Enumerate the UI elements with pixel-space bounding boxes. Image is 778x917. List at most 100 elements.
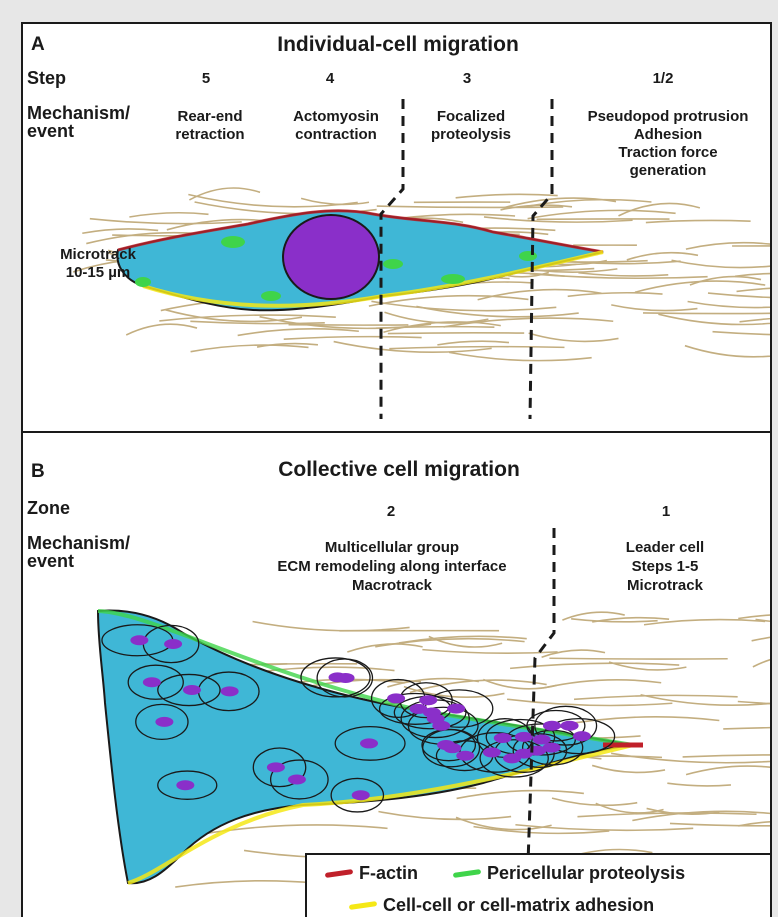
collagen-fiber bbox=[389, 347, 564, 349]
legend-label: F-actin bbox=[359, 863, 418, 884]
collagen-fiber bbox=[175, 881, 316, 887]
mechanism-rear-end-retraction: Rear-end retraction bbox=[175, 108, 244, 144]
mechanism-leader-cell: Leader cell Steps 1-5 Microtrack bbox=[626, 538, 704, 595]
microtrack-line: Microtrack bbox=[60, 246, 136, 264]
collagen-fiber bbox=[437, 341, 509, 345]
microtrack-label: Microtrack 10-15 µm bbox=[60, 246, 136, 282]
collagen-fiber bbox=[592, 765, 665, 772]
cell-nucleus bbox=[561, 721, 579, 731]
mechanism-line: retraction bbox=[175, 126, 244, 144]
cell-nucleus bbox=[155, 717, 173, 727]
collagen-fiber bbox=[388, 333, 524, 334]
cell-nucleus bbox=[176, 780, 194, 790]
panel-a-title: Individual-cell migration bbox=[277, 33, 519, 57]
cell-nucleus bbox=[360, 738, 378, 748]
panel-a: A Individual-cell migration Step 5 4 3 1… bbox=[23, 24, 770, 433]
collagen-fiber bbox=[552, 798, 637, 805]
step-row-label: Step bbox=[27, 68, 66, 89]
collagen-fiber bbox=[752, 630, 772, 641]
zone-row-label: Zone bbox=[27, 498, 70, 519]
cell-nucleus bbox=[183, 685, 201, 695]
mechanism-focalized-proteolysis: Focalized proteolysis bbox=[431, 108, 511, 144]
mechanism-line: proteolysis bbox=[431, 126, 511, 144]
collagen-fiber bbox=[378, 812, 511, 820]
collagen-fiber bbox=[646, 220, 751, 222]
legend-label: Pericellular proteolysis bbox=[487, 863, 685, 884]
collagen-fiber bbox=[644, 620, 765, 625]
collagen-fiber bbox=[456, 194, 558, 198]
collagen-fiber bbox=[129, 213, 208, 217]
legend-item-f-actin: F-actin bbox=[325, 863, 418, 884]
legend-item-proteolysis: Pericellular proteolysis bbox=[453, 863, 685, 884]
collagen-fiber bbox=[189, 188, 260, 200]
collagen-fiber bbox=[449, 352, 592, 360]
mechanism-line: Macrotrack bbox=[277, 576, 506, 595]
cell-nucleus bbox=[143, 677, 161, 687]
collagen-fiber bbox=[529, 333, 619, 341]
mechanism-label-a-line1: Mechanism/ bbox=[27, 104, 130, 122]
zone-2: 2 bbox=[387, 503, 395, 520]
collagen-fiber bbox=[126, 324, 197, 335]
legend: F-actin Pericellular proteolysis Cell-ce… bbox=[305, 853, 772, 917]
collagen-fiber bbox=[686, 766, 772, 775]
collagen-fiber bbox=[568, 293, 663, 297]
cell-nucleus bbox=[267, 762, 285, 772]
zone-divider-b bbox=[528, 528, 554, 863]
collagen-fiber bbox=[738, 614, 772, 619]
collagen-fiber bbox=[284, 337, 422, 340]
collagen-fiber bbox=[672, 260, 772, 267]
collagen-fiber bbox=[543, 680, 661, 688]
cell-nucleus bbox=[456, 751, 474, 761]
collagen-fiber bbox=[457, 791, 584, 799]
cell-nucleus bbox=[483, 747, 501, 757]
collagen-fiber bbox=[627, 253, 698, 260]
collagen-fiber bbox=[542, 650, 605, 657]
step-5: 5 bbox=[202, 70, 210, 87]
cell-nucleus bbox=[573, 731, 591, 741]
mechanism-multicellular-group: Multicellular group ECM remodeling along… bbox=[277, 538, 506, 595]
cell-nucleus bbox=[221, 686, 239, 696]
cell-nucleus bbox=[352, 790, 370, 800]
collagen-fiber bbox=[301, 198, 369, 204]
cell-nucleus bbox=[164, 639, 182, 649]
collagen-fiber bbox=[404, 687, 505, 698]
collagen-fiber bbox=[753, 655, 772, 667]
mechanism-label-b: Mechanism/ event bbox=[27, 534, 130, 570]
cell-nucleus bbox=[543, 743, 561, 753]
collagen-fiber bbox=[723, 727, 772, 729]
cell-nucleus bbox=[283, 215, 379, 299]
mechanism-actomyosin-contraction: Actomyosin contraction bbox=[293, 108, 379, 144]
mechanism-line: contraction bbox=[293, 126, 379, 144]
mechanism-line: Leader cell bbox=[626, 538, 704, 557]
collagen-fiber bbox=[507, 699, 672, 705]
mechanism-line: ECM remodeling along interface bbox=[277, 557, 506, 576]
cell-nucleus bbox=[130, 635, 148, 645]
collagen-fiber bbox=[713, 332, 772, 336]
mechanism-label-b-line1: Mechanism/ bbox=[27, 534, 130, 552]
collagen-fiber bbox=[618, 203, 699, 215]
cell-nucleus bbox=[437, 740, 455, 750]
mechanism-line: Steps 1-5 bbox=[626, 557, 704, 576]
collagen-fiber bbox=[528, 210, 676, 218]
legend-swatch-adhesion bbox=[349, 901, 377, 910]
collagen-fiber bbox=[549, 658, 727, 659]
collagen-fiber bbox=[371, 301, 556, 310]
mechanism-line: Traction force bbox=[588, 144, 749, 162]
collagen-fiber bbox=[683, 755, 772, 757]
mechanism-line: Adhesion bbox=[588, 126, 749, 144]
collagen-fiber bbox=[82, 229, 158, 233]
collagen-fiber bbox=[578, 273, 668, 276]
cell-nucleus bbox=[533, 735, 551, 745]
cell-nucleus bbox=[515, 732, 533, 742]
collagen-fiber bbox=[685, 346, 772, 357]
cell-nucleus bbox=[419, 695, 437, 705]
mechanism-line: Multicellular group bbox=[277, 538, 506, 557]
legend-swatch-f-actin bbox=[325, 869, 353, 878]
collagen-fiber bbox=[375, 639, 524, 647]
panel-a-letter: A bbox=[31, 34, 45, 56]
cell-nucleus bbox=[494, 733, 512, 743]
panel-b: B Collective cell migration Zone 2 1 Mec… bbox=[23, 433, 770, 917]
collagen-fiber bbox=[667, 783, 731, 786]
step-1-2: 1/2 bbox=[653, 70, 674, 87]
cell-nucleus bbox=[387, 693, 405, 703]
